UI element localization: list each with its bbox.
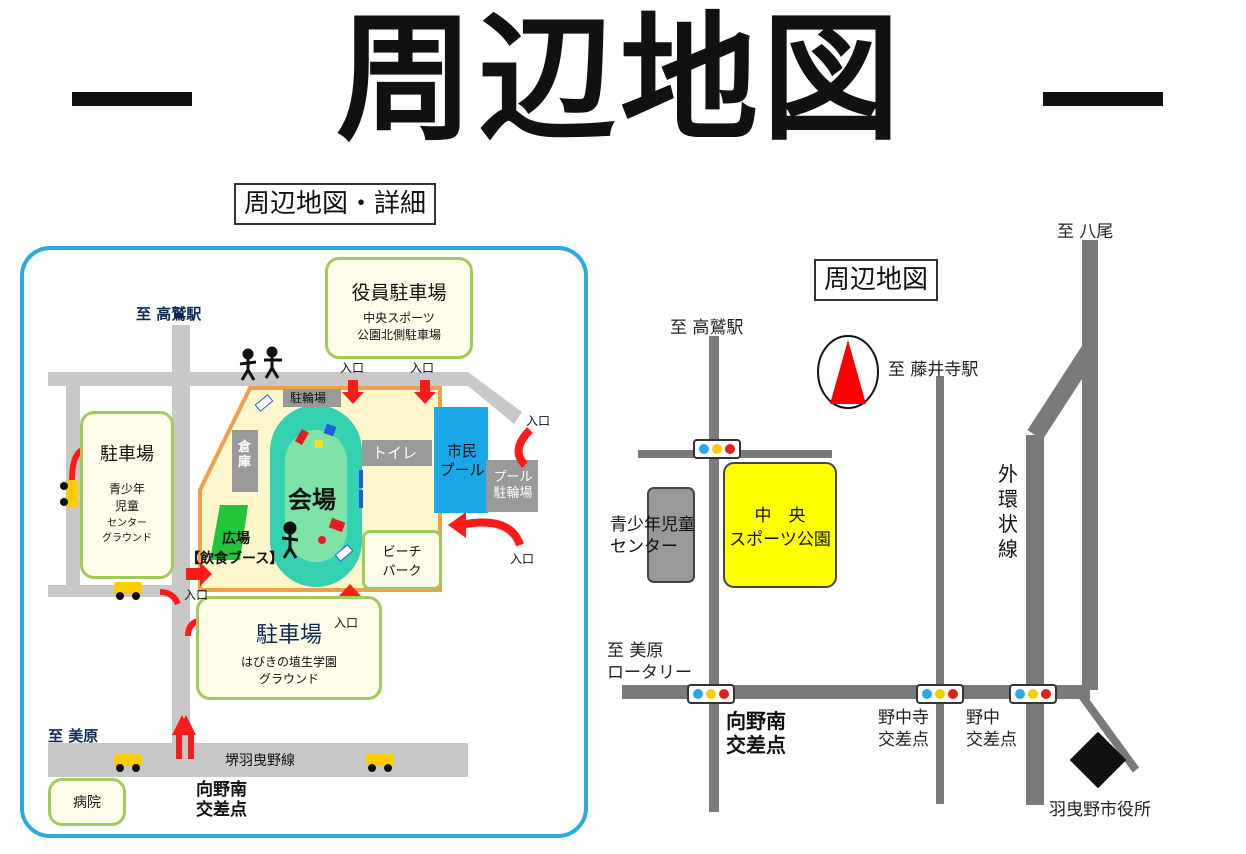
central-park-label: 中 央 スポーツ公園: [724, 504, 836, 552]
pool-label-line2: プール: [439, 461, 485, 479]
city-hall-block: [1069, 731, 1127, 789]
road-northeast: [468, 372, 522, 424]
mukainominami-line2: 交差点: [726, 733, 786, 757]
food-booth-label: 【飲食ブース】: [186, 551, 284, 567]
label-to-mihara: 至 美原 ロータリー: [607, 640, 692, 684]
central-park-line1: 中 央: [754, 506, 806, 526]
label-to-takawashi: 至 高鷲駅: [670, 318, 744, 338]
left-parking-line2: 児童: [114, 499, 139, 513]
traffic-light-icon: [687, 439, 1057, 704]
label-to-mihara-detail: 至 美原: [48, 727, 99, 745]
mukainominami-line1: 向野南: [726, 709, 786, 733]
entrance-label: 入口: [526, 414, 551, 428]
outer-ring-char: 外: [998, 462, 1018, 486]
beach-park-box: ビーチ パーク: [362, 530, 442, 590]
area-map-caption: 周辺地図: [814, 259, 939, 301]
pool-bike-line1: プール: [493, 470, 533, 485]
nonaka-label: 野中 交差点: [966, 707, 1017, 751]
left-parking-title: 駐車場: [100, 444, 154, 465]
title-bar: 周辺地図: [0, 0, 1246, 160]
youth-center-line1: 青少年児童: [610, 515, 695, 535]
entrance-label: 入口: [334, 616, 359, 630]
bike-parking-block: [283, 389, 341, 407]
warehouse-label: 倉庫: [238, 440, 252, 470]
pool-bike-block: [486, 460, 538, 512]
main-parking-title: 駐車場: [255, 623, 322, 648]
entrance-label: 入口: [340, 361, 365, 375]
label-to-yao: 至 八尾: [1057, 222, 1114, 242]
beach-park-line2: パーク: [382, 564, 422, 579]
mukainominami-label: 向野南 交差点: [726, 709, 786, 757]
pool-label: 市民 プール: [438, 442, 486, 480]
detail-intersection-line1: 向野南: [196, 780, 247, 800]
nonakadera-line1: 野中寺: [878, 708, 929, 728]
hospital-label: 病院: [73, 795, 101, 811]
road-west-vertical: [172, 325, 190, 770]
youth-center-label: 青少年児童 センター: [610, 514, 695, 558]
left-parking-line3: センター: [107, 518, 147, 529]
city-hall-label: 羽曳野市役所: [1049, 800, 1151, 820]
left-parking-box: 駐車場 青少年 児童 センター グラウンド: [80, 411, 174, 579]
central-park-line2: スポーツ公園: [729, 530, 831, 550]
central-park-block: [723, 462, 837, 588]
left-parking-line4: グラウンド: [102, 533, 152, 544]
outer-ring-char: 環: [998, 487, 1018, 511]
pool-label-line1: 市民: [446, 442, 477, 460]
youth-center-line2: センター: [610, 537, 678, 557]
road-name-label: 堺羽曳野線: [225, 753, 295, 769]
warehouse-block: [232, 430, 258, 492]
track-field: [285, 430, 347, 562]
nonaka-line2: 交差点: [966, 730, 1017, 750]
entrance-label: 入口: [184, 588, 209, 602]
road-north: [48, 372, 468, 386]
toilet-block: [362, 440, 432, 466]
detail-map-caption: 周辺地図・詳細: [234, 183, 437, 225]
beach-park-line1: ビーチ: [382, 545, 422, 560]
title-dash-left: [72, 92, 192, 106]
outer-ring-char: 状: [998, 512, 1018, 536]
person-icon: [239, 346, 299, 559]
youth-center-block: [647, 487, 695, 583]
main-parking-line1: はびきの埴生学園: [240, 655, 337, 669]
toilet-label: トイレ: [372, 444, 418, 462]
label-to-takawashi-detail: 至 高鷲駅: [136, 305, 202, 323]
detail-intersection-line2: 交差点: [196, 800, 247, 820]
officials-parking-line2: 公園北側駐車場: [356, 328, 441, 342]
title-dash-right: [1043, 92, 1163, 106]
label-to-fujiidera: 至 藤井寺駅: [888, 360, 979, 380]
pool-block: [434, 407, 488, 513]
detail-map-frame: [20, 246, 588, 838]
page-title: 周辺地図: [335, 0, 904, 160]
plaza: [210, 505, 248, 560]
label-to-mihara-line1: 至 美原: [607, 641, 664, 661]
plaza-label: 広場: [222, 531, 250, 547]
pool-bike-line2: 駐輪場: [493, 486, 533, 501]
officials-parking-box: 役員駐車場 中央スポーツ 公園北側駐車場: [325, 257, 473, 359]
entrance-label: 入口: [410, 361, 435, 375]
nonaka-line1: 野中: [966, 708, 1000, 728]
entrance-label: 入口: [510, 552, 535, 566]
area-map-graphics: [622, 240, 1140, 812]
officials-parking-line1: 中央スポーツ: [363, 311, 435, 325]
venue-label: 会場: [288, 486, 336, 514]
pool-bike-label: プール 駐輪場: [487, 470, 539, 502]
outer-ring-char: 線: [998, 537, 1018, 561]
officials-parking-title: 役員駐車場: [351, 282, 447, 304]
bike-parking-label: 駐輪場: [290, 391, 327, 405]
main-parking-line2: グラウンド: [258, 672, 319, 686]
left-parking-line1: 青少年: [108, 482, 145, 496]
detail-intersection-label: 向野南 交差点: [196, 780, 247, 820]
outer-ring-label: 外 環 状 線: [998, 462, 1018, 562]
hospital-box: 病院: [48, 778, 126, 826]
main-parking-box: 駐車場 はびきの埴生学園 グラウンド: [196, 596, 382, 700]
north-arrow-icon: [817, 335, 879, 409]
nonakadera-label: 野中寺 交差点: [878, 707, 929, 751]
label-to-mihara-line2: ロータリー: [607, 663, 692, 683]
nonakadera-line2: 交差点: [878, 730, 929, 750]
entrance-arrow-icon: [186, 380, 436, 606]
